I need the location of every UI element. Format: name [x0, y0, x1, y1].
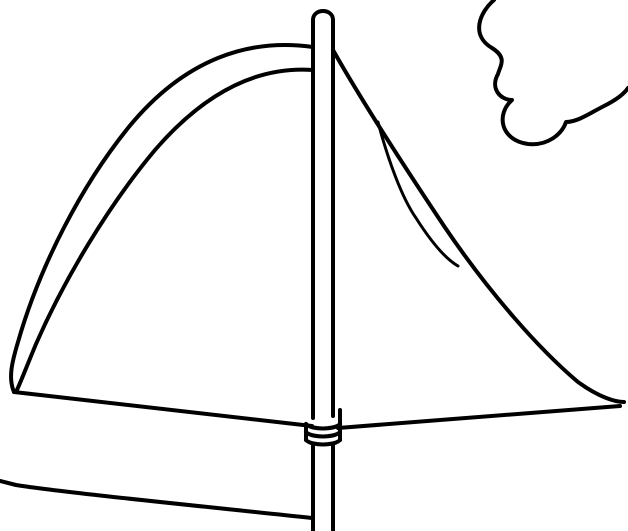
mast-collar-middle — [304, 430, 342, 439]
right-sail-fold — [376, 120, 460, 268]
left-sail-inner-edge — [14, 67, 315, 394]
right-sail-outer-edge — [331, 48, 626, 404]
right-sail-bottom-edge — [336, 404, 622, 430]
cloud-outline — [477, 0, 628, 147]
hull-edge — [0, 479, 314, 520]
left-sail-boom — [12, 390, 314, 428]
mast-collar-bottom — [304, 438, 342, 447]
mast-top-cap — [311, 9, 335, 22]
left-sail-outer-edge — [9, 42, 315, 394]
